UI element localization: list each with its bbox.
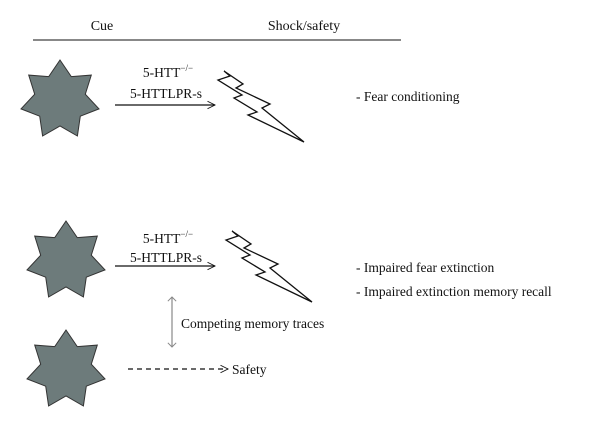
cue-star-icon <box>26 220 106 298</box>
cue-star-icon <box>26 329 106 407</box>
genotype-label-top-line2: 5-HTTLPR-s <box>130 86 202 101</box>
shock-safety-header: Shock/safety <box>268 19 340 34</box>
lightning-bolt-icon <box>216 70 305 143</box>
genotype-label-top: 5-HTT−/− <box>143 63 193 80</box>
lightning-bolt-icon <box>224 230 313 303</box>
cue-star-icon <box>20 59 100 137</box>
cue-header: Cue <box>91 19 114 34</box>
outcome-impaired-fear-extinction: - Impaired fear extinction <box>356 260 495 275</box>
outcome-fear-conditioning: - Fear conditioning <box>356 89 460 104</box>
genotype-label-bottom-line2: 5-HTTLPR-s <box>130 250 202 265</box>
outcome-impaired-extinction-recall: - Impaired extinction memory recall <box>356 284 552 299</box>
competing-memory-traces-label: Competing memory traces <box>181 316 324 331</box>
safety-label: Safety <box>232 362 267 377</box>
genotype-label-bottom: 5-HTT−/− <box>143 229 193 246</box>
